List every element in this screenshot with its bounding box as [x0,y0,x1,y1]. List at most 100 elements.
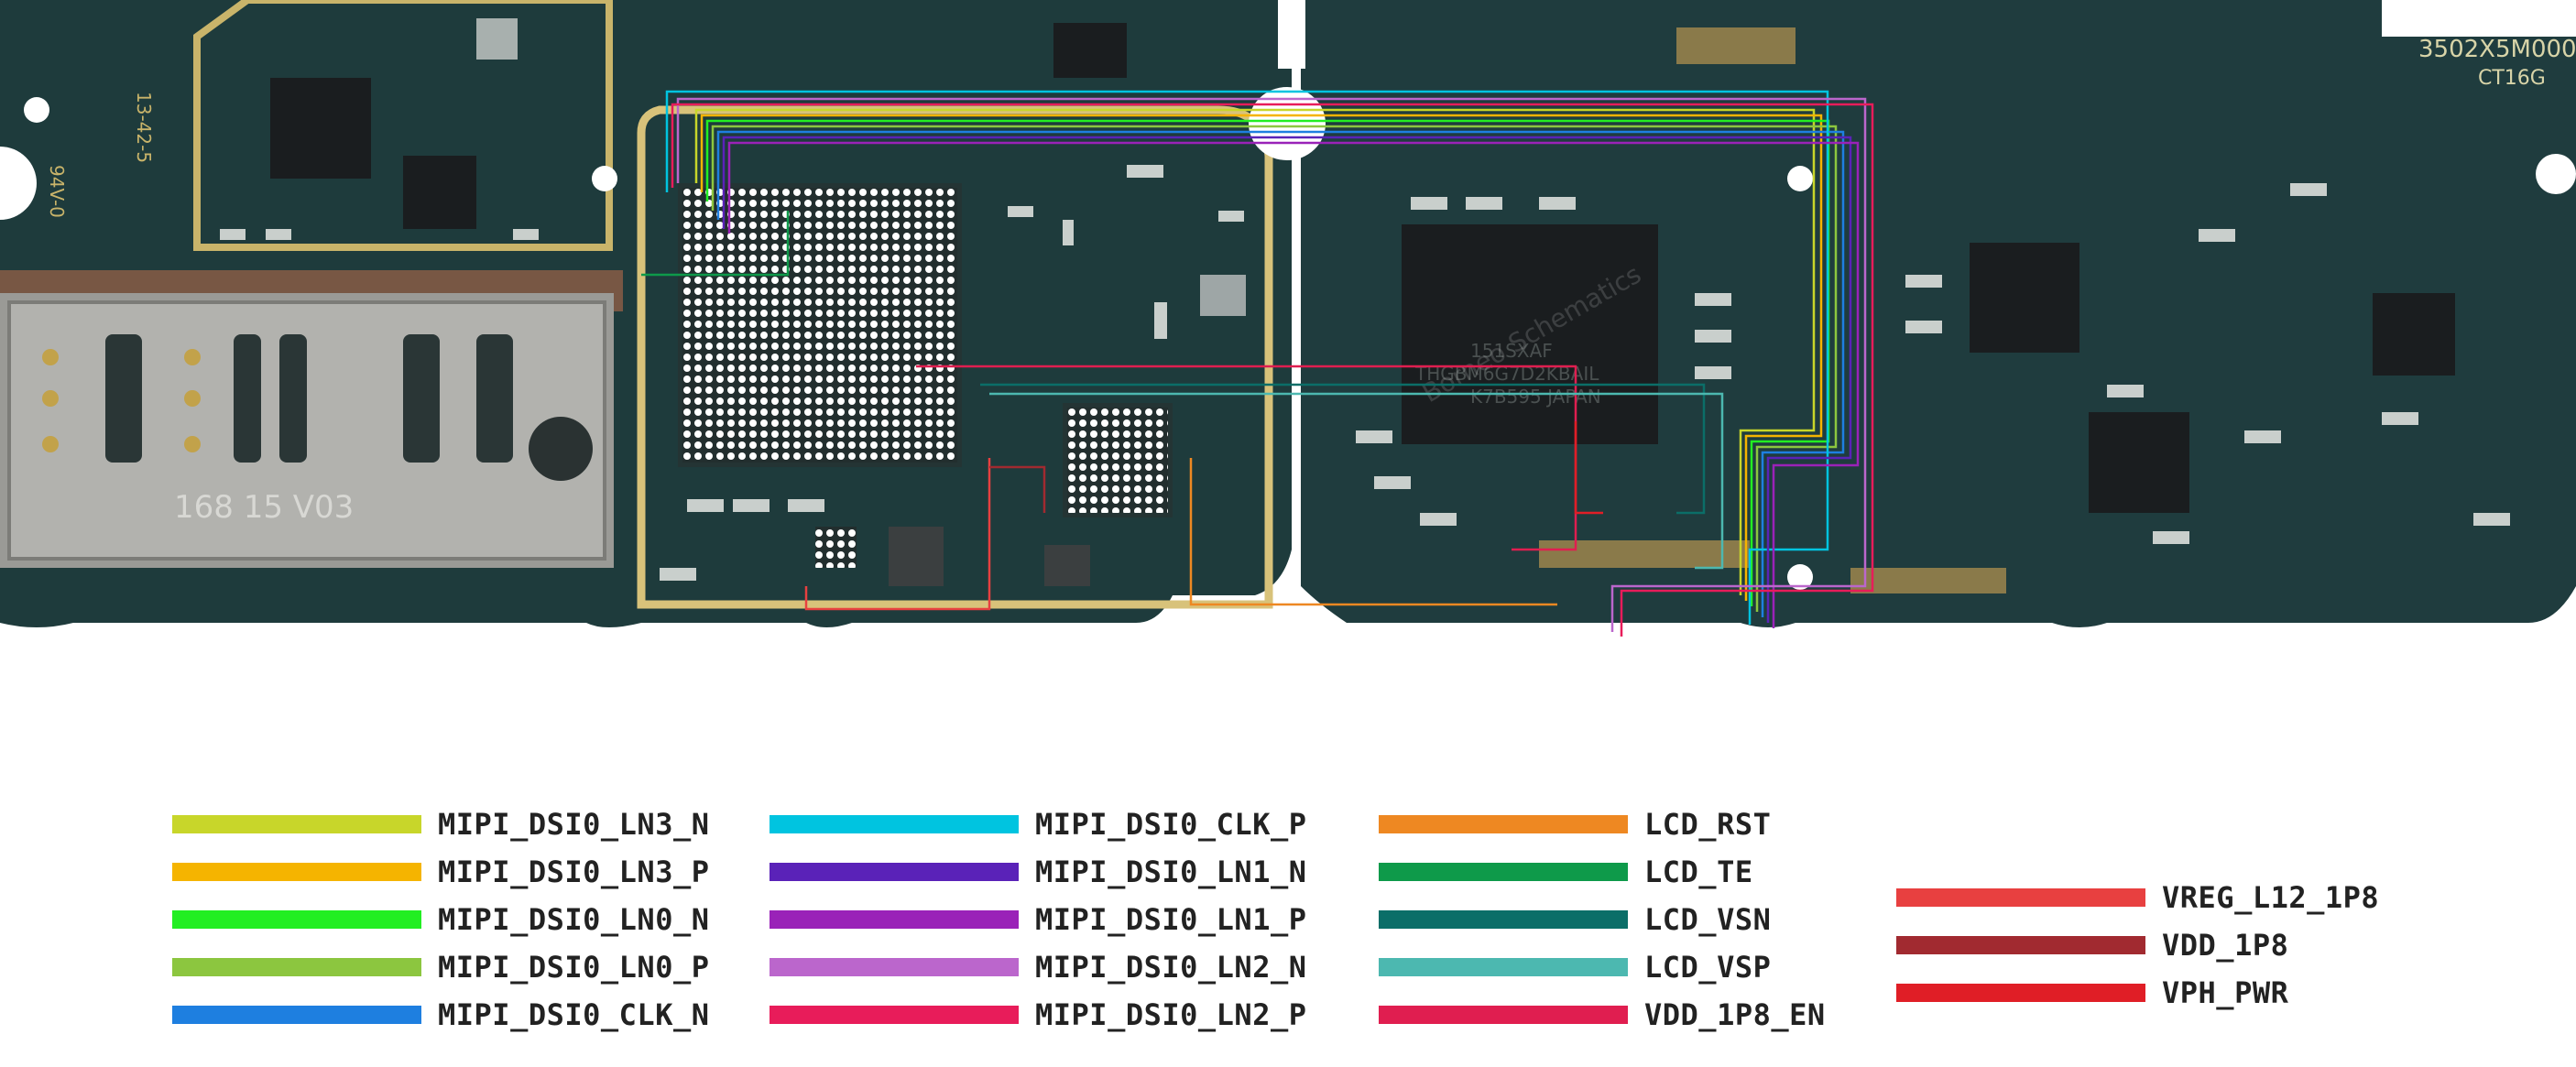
bga-processor [678,183,962,467]
trace-route [1189,458,1557,606]
legend-label: VPH_PWR [2162,975,2289,1010]
legend-label: MIPI_DSI0_LN2_N [1035,950,1307,985]
connector [1539,540,1750,568]
legend-label: MIPI_DSI0_LN2_P [1035,997,1307,1032]
sim-tray-marking: 168 15 V03 [174,489,354,526]
ic-component [1200,275,1246,316]
legend-label: MIPI_DSI0_LN1_P [1035,902,1307,937]
trace-route [711,125,1838,612]
legend-item: MIPI_DSI0_LN1_P [770,901,1306,938]
legend-swatch [1379,815,1628,833]
legend-label: MIPI_DSI0_CLK_P [1035,807,1307,842]
legend-item: MIPI_DSI0_LN0_P [172,949,709,985]
ic-component [2373,293,2455,376]
mount-hole [2536,154,2576,194]
legend-swatch [1379,958,1628,976]
legend-item: MIPI_DSI0_LN0_N [172,901,709,938]
board-cutout [2382,0,2576,37]
pcb-right-half [1301,0,2576,627]
trace-route [1574,421,1603,515]
ic-component [1053,23,1127,78]
legend-swatch [172,1006,421,1024]
legend-swatch [770,863,1019,881]
trace-route [727,141,1860,628]
legend-label: LCD_VSP [1644,950,1772,985]
ic-component [270,78,371,179]
ic-component [889,527,944,586]
legend-item: LCD_VSN [1379,901,1771,938]
legend-item: MIPI_DSI0_LN2_N [770,949,1306,985]
board-cutout [1278,0,1305,69]
trace-route [700,114,1823,601]
pcb-board-photo: 168 15 V03 151SXAF THGBM6G7D2KBAIL K7B59… [0,0,2576,637]
mount-hole [0,147,37,220]
trace-route [676,97,1867,632]
legend-item: MIPI_DSI0_LN2_P [770,996,1306,1033]
legend-item: VPH_PWR [1896,974,2288,1011]
ic-component [1044,545,1090,586]
bga-pmic [1063,403,1173,517]
legend-item: MIPI_DSI0_LN3_P [172,854,709,890]
legend-swatch [770,1006,1019,1024]
legend-label: VDD_1P8_EN [1644,997,1826,1032]
sim-tray: 168 15 V03 [0,293,614,568]
legend-swatch [1896,888,2145,907]
trace-route [671,103,1874,637]
legend-item: MIPI_DSI0_LN1_N [770,854,1306,890]
legend-item: LCD_VSP [1379,949,1771,985]
legend-swatch [770,910,1019,929]
board-label-top-right-2: CT16G [2478,67,2546,90]
legend-swatch [770,958,1019,976]
legend-item: VDD_1P8_EN [1379,996,1826,1033]
legend-label: VREG_L12_1P8 [2162,880,2380,915]
board-label-top-right: 3502X5M000 [2418,36,2576,63]
connector [1676,27,1796,64]
mount-hole [1787,166,1813,191]
smd-components [220,165,2510,581]
legend-label: LCD_RST [1644,807,1772,842]
legend-label: LCD_VSN [1644,902,1772,937]
signal-traces [641,90,1874,637]
trace-route [980,383,1706,515]
legend-item: VDD_1P8 [1896,927,2288,964]
chip-marking-line: K7B595 JAPAN [1470,386,1601,408]
connector [1850,568,2006,593]
legend-swatch [1896,984,2145,1002]
board-side-marking: 94V-0 [46,165,68,218]
color-legend: MIPI_DSI0_LN3_N MIPI_DSI0_LN3_P MIPI_DSI0_… [0,788,2576,1044]
legend-swatch [172,910,421,929]
legend-label: LCD_TE [1644,855,1753,889]
shield-outline-top [193,0,613,251]
legend-label: VDD_1P8 [2162,928,2289,963]
legend-item: LCD_TE [1379,854,1753,890]
legend-label: MIPI_DSI0_LN1_N [1035,855,1307,889]
legend-item: MIPI_DSI0_CLK_N [172,996,709,1033]
trace-route [989,392,1724,570]
legend-swatch [1379,1006,1628,1024]
legend-item: LCD_RST [1379,806,1771,843]
mount-hole [1787,564,1813,590]
trace-route [989,465,1046,513]
ic-component [2089,412,2189,513]
legend-swatch [172,958,421,976]
mount-hole [24,97,49,123]
legend-item: MIPI_DSI0_LN3_N [172,806,709,843]
trace-route [694,108,1816,595]
ic-component [403,156,476,229]
legend-label: MIPI_DSI0_LN3_P [438,855,710,889]
legend-swatch [1379,910,1628,929]
trace-route [665,90,1829,625]
trace-route [716,130,1845,617]
bga-small [815,527,857,568]
legend-swatch [1379,863,1628,881]
ic-component [476,18,518,60]
legend-item: MIPI_DSI0_CLK_P [770,806,1306,843]
trace-route [641,211,790,277]
legend-swatch [770,815,1019,833]
legend-label: MIPI_DSI0_LN0_P [438,950,710,985]
legend-swatch [172,815,421,833]
trace-route [722,136,1852,623]
trace-route [804,458,991,611]
ic-component [1970,243,2079,353]
legend-swatch [172,863,421,881]
